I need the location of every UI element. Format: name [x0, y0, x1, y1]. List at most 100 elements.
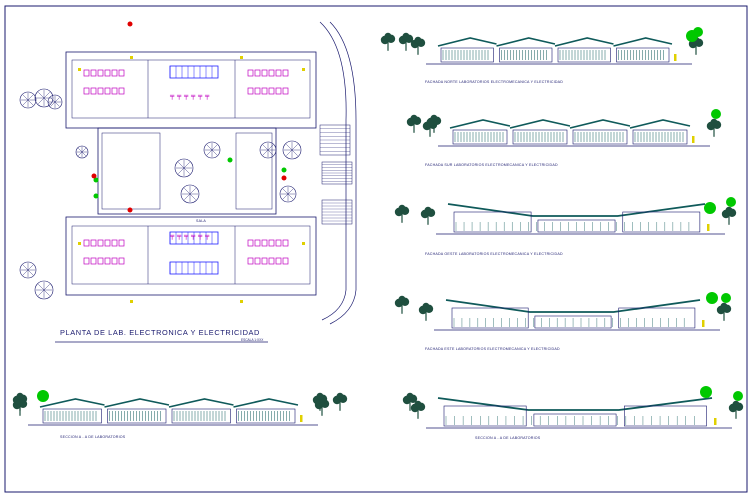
- lab-desk: [111, 69, 118, 77]
- shrub-dot: [93, 177, 99, 183]
- elevation-drawing: [420, 197, 737, 235]
- facade-wall: [537, 219, 616, 233]
- roof-line: [509, 119, 571, 129]
- lab-desk: [104, 87, 111, 95]
- plan-tree-icon: [259, 141, 277, 159]
- stairs-group: [319, 124, 353, 225]
- tree-icon: [406, 114, 422, 133]
- figure-marker: [707, 224, 710, 231]
- roof-line: [437, 397, 713, 411]
- roof-line: [437, 37, 497, 47]
- lab-desk: [111, 239, 118, 247]
- chair-icon: ╤: [169, 232, 175, 240]
- facade-wall: [236, 408, 296, 424]
- green-tree: [686, 30, 698, 42]
- marker-dot: [240, 300, 243, 303]
- marker-dot: [302, 242, 305, 245]
- chair-icon: ╤: [190, 92, 196, 100]
- roof-line: [496, 37, 556, 47]
- elevation-caption-west: FACHADA OESTE LABORATORIOS ELECTROMECANI…: [425, 252, 563, 256]
- facade-wall: [42, 408, 102, 424]
- lab-desk: [268, 239, 275, 247]
- plan-tree-icon: [19, 91, 37, 109]
- plan-title: PLANTA DE LAB. ELECTRONICA Y ELECTRICIDA…: [60, 328, 260, 337]
- lab-desk: [118, 257, 125, 265]
- facade-wall: [624, 405, 707, 427]
- figure-marker: [714, 418, 717, 425]
- lab-desk: [118, 69, 125, 77]
- plan-tree-icon: [34, 280, 54, 300]
- section-caption-right: SECCION A - A DE LABORATORIOS: [475, 436, 541, 440]
- elevation-drawing: [418, 293, 732, 331]
- chair-icon: ╤: [204, 232, 210, 240]
- marker-dot: [78, 242, 81, 245]
- facade-wall: [618, 307, 696, 329]
- facade-wall: [171, 408, 231, 424]
- tree-icon: [410, 36, 426, 55]
- lab-desk: [247, 239, 254, 247]
- chair-icon: ╤: [169, 92, 175, 100]
- floor-plan: [65, 21, 357, 325]
- figure-marker: [702, 320, 705, 327]
- plan-tree-icon: [174, 158, 194, 178]
- roof-line: [168, 398, 234, 408]
- lab-desk: [83, 87, 90, 95]
- tree-icon: [312, 392, 328, 411]
- shrub-dot: [281, 167, 287, 173]
- tree-icon: [716, 302, 732, 321]
- lab-desk: [282, 87, 289, 95]
- lab-desk: [261, 87, 268, 95]
- lab-desk: [90, 87, 97, 95]
- facade-wall: [622, 211, 701, 233]
- lab-desk: [282, 69, 289, 77]
- facade-wall: [616, 47, 670, 63]
- tree-icon: [398, 32, 414, 51]
- lab-desk: [247, 69, 254, 77]
- tree-icon: [380, 32, 396, 51]
- lab-desk: [275, 87, 282, 95]
- facade-wall: [453, 211, 532, 233]
- roof-line: [445, 299, 701, 313]
- tree-icon: [12, 392, 28, 411]
- arrow-marker: [281, 175, 287, 181]
- roof-line: [449, 119, 511, 129]
- facade-wall: [534, 315, 612, 329]
- plan-tree-icon: [19, 261, 37, 279]
- lab-desk: [247, 87, 254, 95]
- facade-wall: [632, 129, 688, 145]
- elevation-drawing: [422, 109, 722, 147]
- tree-icon: [410, 400, 426, 419]
- lab-desk: [90, 239, 97, 247]
- tree-icon: [394, 295, 410, 314]
- facade-wall: [557, 47, 611, 63]
- lab-desk: [90, 69, 97, 77]
- lab-desk: [97, 239, 104, 247]
- elevation-caption-east: FACHADA ESTE LABORATORIOS ELECTROMECANIC…: [425, 347, 560, 351]
- chair-icon: ╤: [183, 92, 189, 100]
- plan-room-label: SALA: [196, 219, 206, 223]
- tree-icon: [426, 114, 442, 133]
- lab-desk: [104, 239, 111, 247]
- facade-wall: [533, 413, 617, 427]
- lab-desk: [282, 257, 289, 265]
- tree-icon: [721, 206, 737, 225]
- shrub-dot: [93, 193, 99, 199]
- tree-icon: [728, 400, 744, 419]
- facade-wall: [499, 47, 553, 63]
- section-caption-left: SECCION A - A DE LABORATORIOS: [60, 435, 126, 439]
- lab-desk: [97, 69, 104, 77]
- plan-core: [97, 127, 277, 215]
- lab-desk: [97, 87, 104, 95]
- lab-desk: [254, 257, 261, 265]
- tree-icon: [706, 118, 722, 137]
- shrub-dot: [227, 157, 233, 163]
- tree-icon: [418, 302, 434, 321]
- roof-line: [613, 37, 673, 47]
- facade-wall: [451, 307, 529, 329]
- lab-desk: [90, 257, 97, 265]
- chair-icon: ╤: [183, 232, 189, 240]
- plan-tree-icon: [282, 140, 302, 160]
- facade-wall: [107, 408, 167, 424]
- elevation-drawing: [12, 397, 330, 426]
